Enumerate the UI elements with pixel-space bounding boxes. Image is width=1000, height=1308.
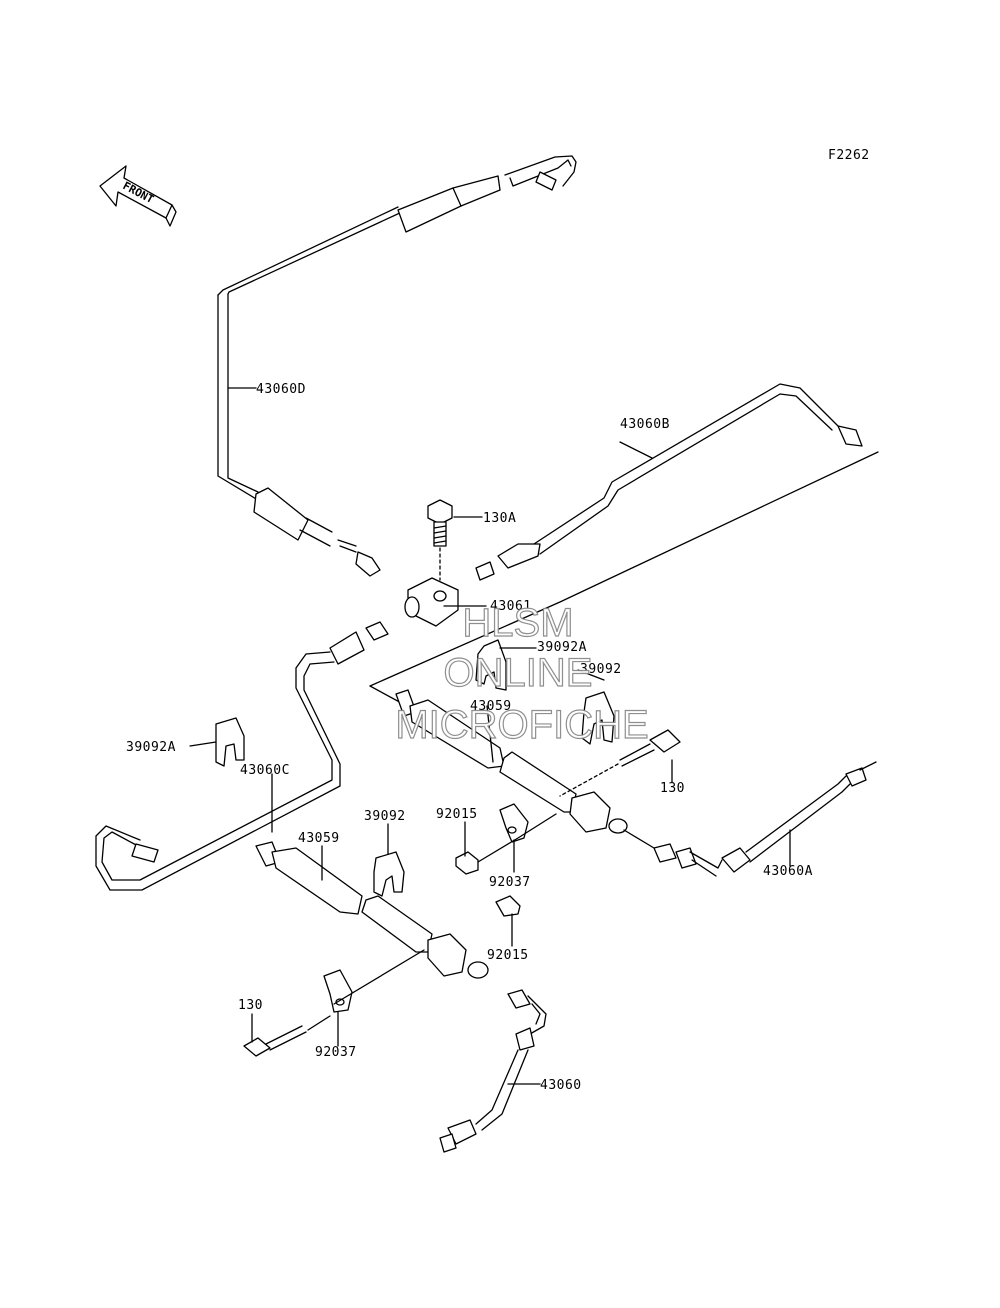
label-130A: 130A: [483, 511, 516, 526]
nut-92015-top: [455, 851, 479, 875]
label-43060B: 43060B: [620, 417, 670, 432]
bolt-130-right: [559, 729, 681, 797]
label-43060A: 43060A: [763, 864, 813, 879]
pipe-43060A: [653, 761, 877, 877]
junction-block-43061: [404, 577, 459, 627]
washer-92015-bottom: [495, 895, 521, 917]
label-43060: 43060: [540, 1078, 582, 1093]
clamp-92037-top: [477, 803, 557, 863]
figure-code: F2262: [828, 148, 870, 163]
label-43059-mid: 43059: [298, 831, 340, 846]
label-43059-top: 43059: [470, 699, 512, 714]
label-39092-top: 39092: [580, 662, 622, 677]
label-43060C: 43060C: [240, 763, 290, 778]
clip-39092A-left: [215, 717, 245, 767]
clamp-92037-bottom: [323, 949, 425, 1013]
leader-lines: [189, 387, 791, 1085]
label-39092A-left: 39092A: [126, 740, 176, 755]
label-92015-bottom: 92015: [487, 948, 529, 963]
watermark-line2: ONLINE: [444, 651, 593, 695]
label-130-left: 130: [238, 998, 263, 1013]
label-39092A-top: 39092A: [537, 640, 587, 655]
clip-39092-mid: [373, 851, 405, 897]
watermark-line1: HLSM: [462, 601, 573, 645]
watermark: HLSM ONLINE MICROFICHE: [395, 600, 650, 747]
label-130-right: 130: [660, 781, 685, 796]
hose-43059-lower: [255, 841, 489, 979]
pipe-43060B: [475, 383, 863, 581]
label-43060D: 43060D: [256, 382, 306, 397]
label-43061: 43061: [490, 599, 532, 614]
label-92037-bottom: 92037: [315, 1045, 357, 1060]
watermark-line3: MICROFICHE: [395, 703, 648, 747]
part-labels: 43060D 43060B 130A 43061 39092A 39092 43…: [126, 382, 813, 1093]
label-92015-top: 92015: [436, 807, 478, 822]
clip-39092-top: [581, 691, 615, 745]
pipe-43060D: [217, 155, 577, 577]
hose-43059-upper: [369, 451, 879, 849]
front-direction-arrow: FRONT: [99, 165, 177, 227]
label-92037-top: 92037: [489, 875, 531, 890]
bolt-130A: [427, 499, 453, 581]
pipe-43060: [439, 989, 547, 1153]
pipe-43060C: [95, 621, 389, 891]
label-39092-mid: 39092: [364, 809, 406, 824]
clip-39092A-top: [475, 639, 507, 691]
bolt-130-left: [243, 1015, 331, 1057]
